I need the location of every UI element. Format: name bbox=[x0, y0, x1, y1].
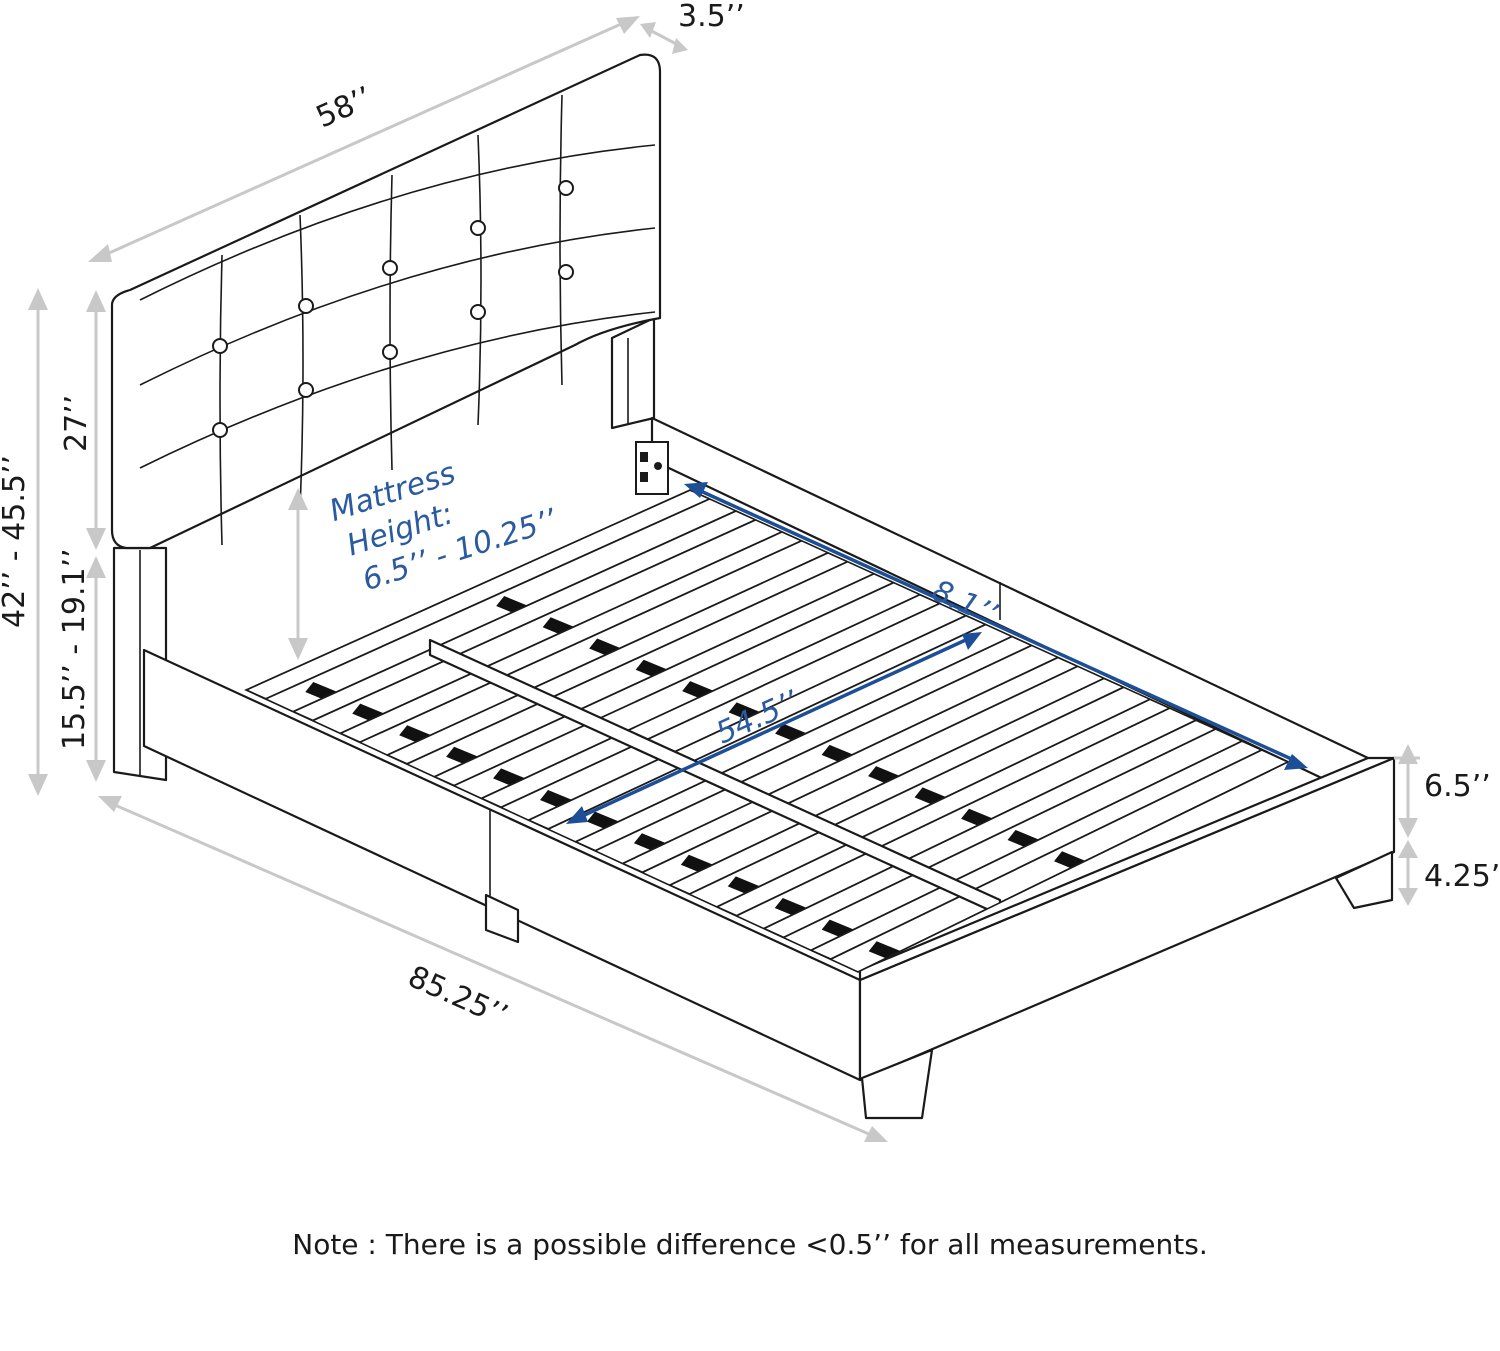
headboard-depth-label: 3.5’’ bbox=[678, 0, 745, 34]
legs bbox=[860, 850, 1394, 1120]
blue-dimension-lines bbox=[566, 482, 1308, 824]
headboard-width-label: 58’’ bbox=[311, 80, 378, 135]
leg-height-label: 4.25’’ bbox=[1424, 859, 1500, 894]
gray-dimension-lines bbox=[28, 16, 1420, 1142]
headboard-clearance-label: 15.5’’ - 19.1’’ bbox=[57, 548, 92, 750]
headboard-panel-height-label: 27’’ bbox=[59, 395, 94, 452]
bed-illustration bbox=[110, 53, 1396, 1120]
rail-height-label: 6.5’’ bbox=[1424, 769, 1491, 804]
tufting-buttons bbox=[212, 180, 574, 438]
measurement-note: Note : There is a possible difference <0… bbox=[292, 1228, 1208, 1261]
rail-bracket bbox=[635, 441, 669, 495]
headboard-panel bbox=[110, 53, 662, 550]
total-height-label: 42’’ - 45.5’’ bbox=[0, 455, 32, 628]
